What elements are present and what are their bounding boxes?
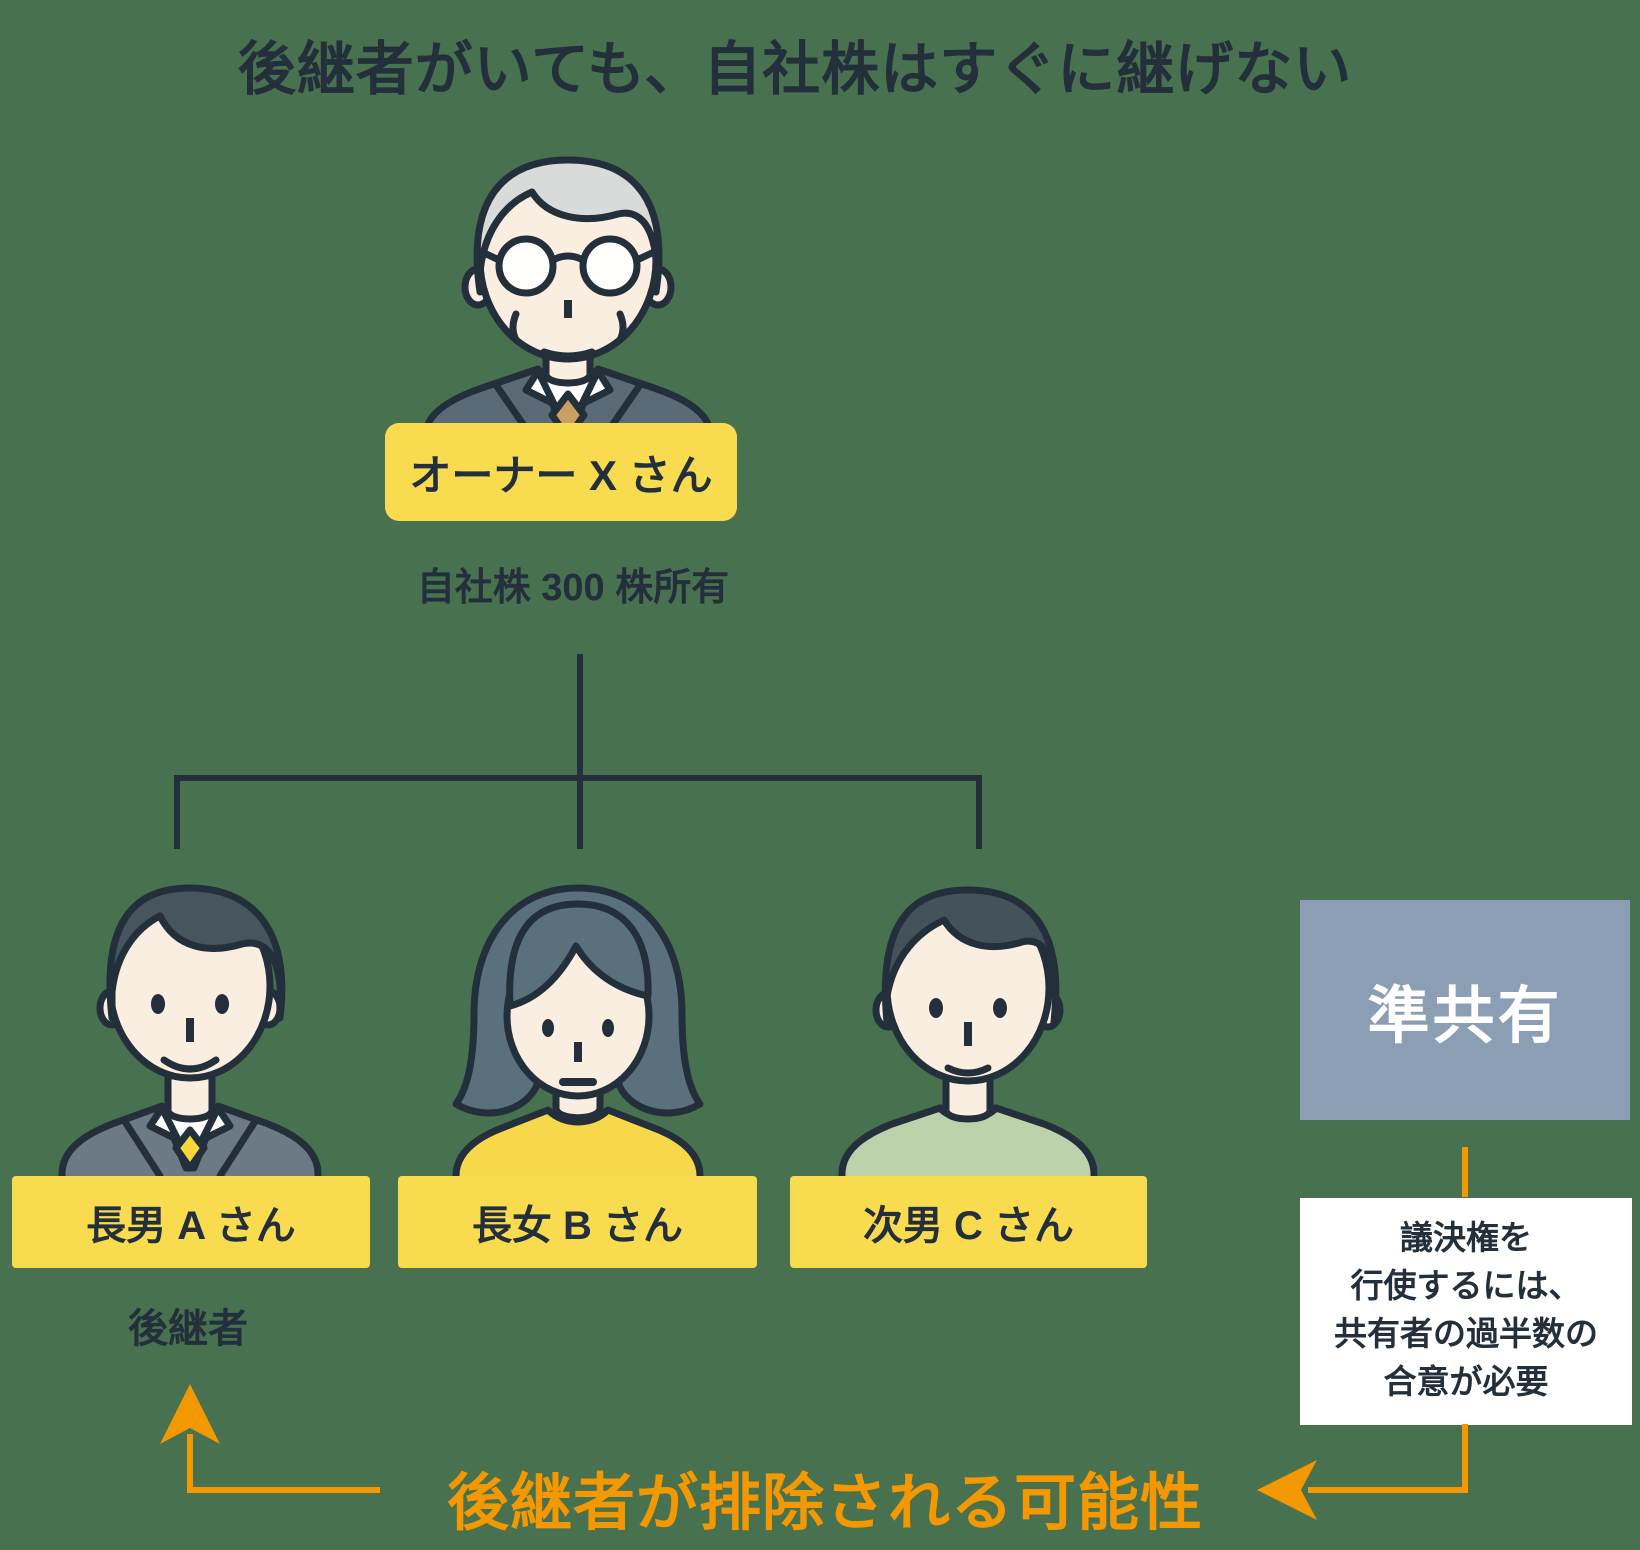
owner-label: オーナー X さん	[385, 423, 737, 521]
child-c-label-text: 次男 C さん	[862, 1204, 1075, 1248]
note-line-3: 共有者の過半数の	[1334, 1315, 1598, 1352]
quasi-co-ownership-label: 準共有	[1367, 982, 1563, 1051]
man-suit-avatar-icon	[58, 884, 322, 1188]
quasi-co-ownership-box: 準共有	[1300, 900, 1630, 1120]
connector-horizontal-left	[187, 1487, 380, 1493]
note-line-4: 合意が必要	[1383, 1363, 1549, 1400]
tree-line-drop-center	[577, 778, 583, 849]
tree-line-drop-right	[976, 775, 982, 849]
woman-bob-avatar-icon	[452, 884, 704, 1188]
connector-left-vertical	[187, 1434, 193, 1490]
owner-label-text: オーナー X さん	[409, 451, 713, 499]
tree-line-drop-left	[174, 775, 180, 849]
connector-quasi-to-note	[1462, 1147, 1468, 1197]
owner-shares-note: 自社株 300 株所有	[416, 567, 730, 609]
connector-horizontal-right	[1308, 1487, 1468, 1493]
child-a-label-text: 長男 A さん	[86, 1204, 296, 1248]
up-arrowhead-icon	[160, 1384, 220, 1444]
child-c-label: 次男 C さん	[790, 1176, 1147, 1268]
elderly-man-owner-avatar-icon	[422, 156, 714, 442]
page-title: 後継者がいても、自社株はすぐに継げない	[237, 37, 1353, 102]
note-line-2: 行使するには、	[1350, 1267, 1582, 1304]
left-arrowhead-icon	[1257, 1460, 1317, 1520]
tree-line-owner-down	[577, 654, 583, 778]
note-line-1: 議決権を	[1400, 1219, 1532, 1256]
voting-rights-note-box: 議決権を 行使するには、 共有者の過半数の 合意が必要	[1300, 1198, 1632, 1425]
connector-note-down	[1462, 1424, 1468, 1493]
man-green-shirt-avatar-icon	[838, 886, 1098, 1188]
successor-tag: 後継者	[128, 1307, 248, 1351]
child-b-label: 長女 B さん	[398, 1176, 757, 1268]
child-b-label-text: 長女 B さん	[471, 1204, 684, 1248]
child-a-label: 長男 A さん	[12, 1176, 370, 1268]
warning-text: 後継者が排除される可能性	[446, 1469, 1203, 1538]
